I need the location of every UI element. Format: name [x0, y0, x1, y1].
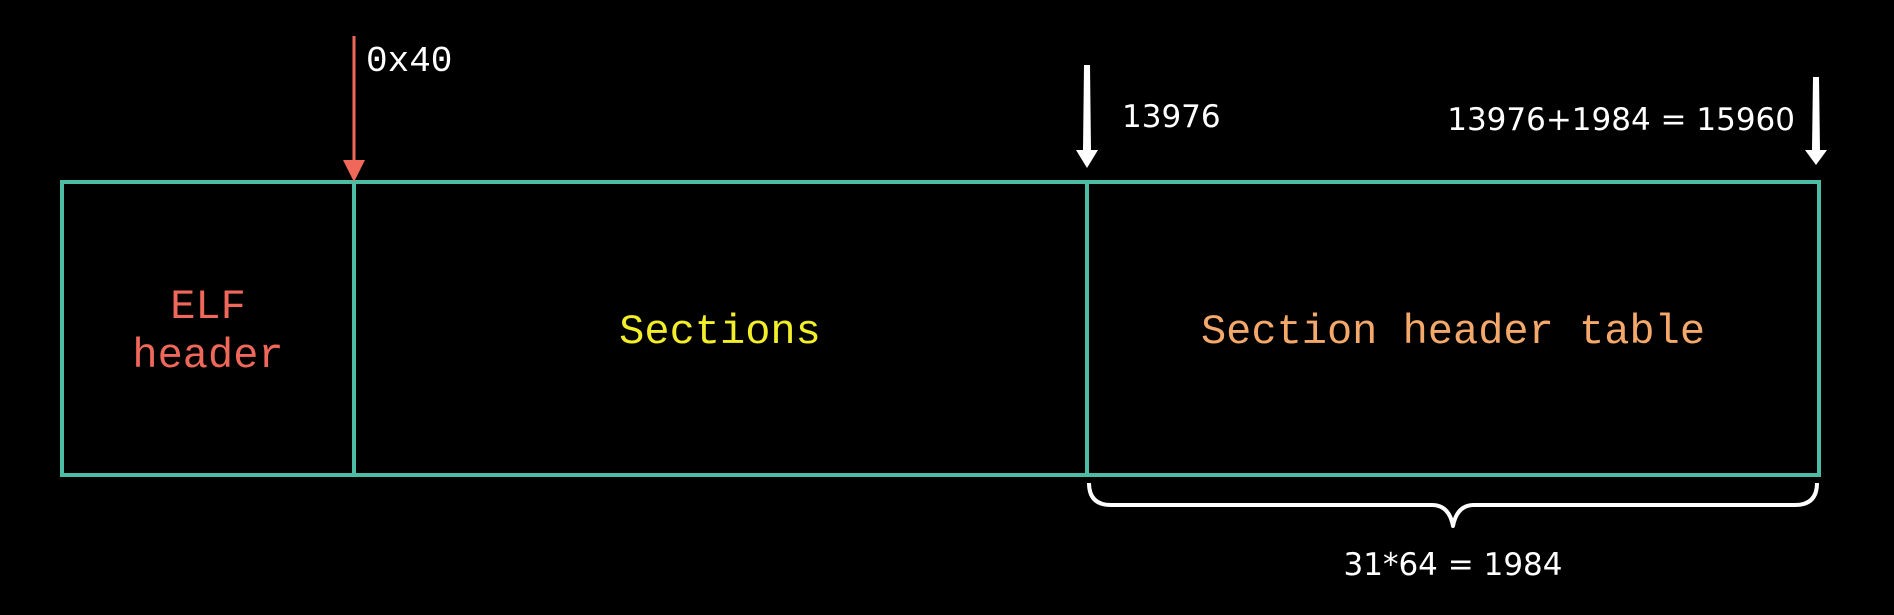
- red-arrow-head-icon: [343, 160, 365, 182]
- section-header-table-label: Section header table: [1201, 308, 1705, 356]
- elf-header-label-line1: ELF: [170, 283, 246, 331]
- size-brace: 31*64 = 1984: [1087, 482, 1819, 583]
- marker-label-15960: 13976+1984 = 15960: [1447, 102, 1795, 138]
- marker-sht-end: 13976+1984 = 15960: [1447, 77, 1827, 165]
- white-arrow-down-icon: [1805, 77, 1827, 165]
- marker-elf-header-end: 0x40: [343, 36, 452, 182]
- marker-label-13976: 13976: [1122, 99, 1221, 135]
- sections-label: Sections: [619, 308, 821, 356]
- elf-header-label-line2: header: [132, 332, 283, 380]
- elf-file-box: [60, 180, 1821, 477]
- marker-label-0x40: 0x40: [366, 41, 452, 82]
- curly-brace-icon: [1087, 482, 1819, 528]
- marker-sht-start: 13976: [1076, 65, 1221, 168]
- brace-label: 31*64 = 1984: [1344, 547, 1563, 583]
- white-arrow-down-icon: [1076, 65, 1098, 168]
